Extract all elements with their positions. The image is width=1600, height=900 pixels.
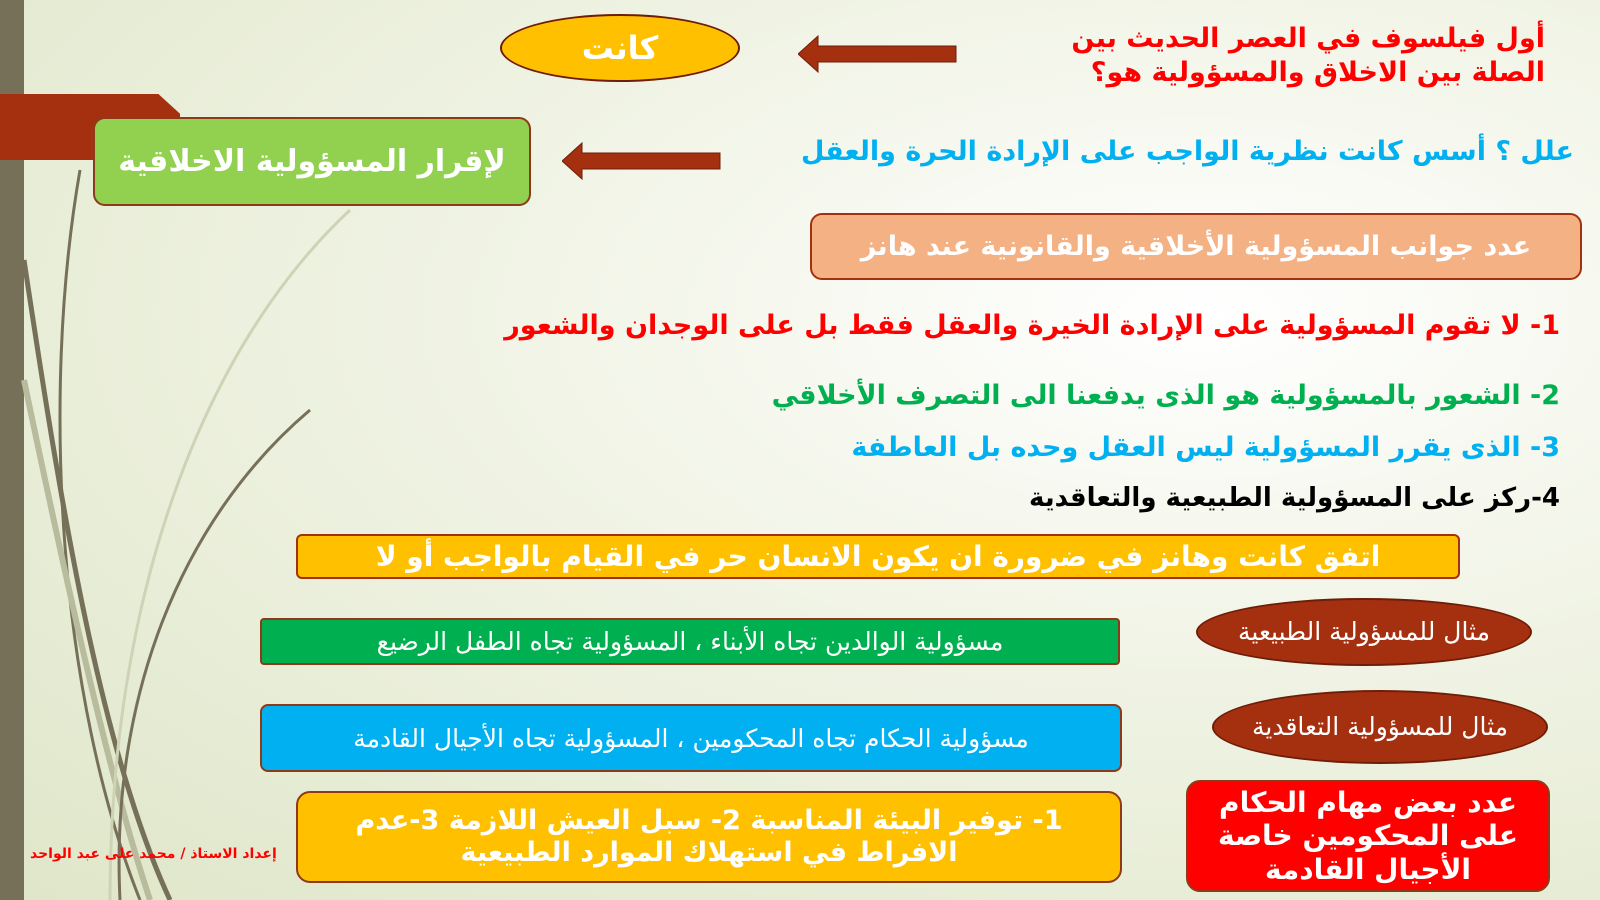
arrow-left-icon [562, 141, 721, 181]
aspect-item-4: 4-ركز على المسؤولية الطبيعية والتعاقدية [1029, 483, 1560, 513]
natural-example-text: مسؤولية الوالدين تجاه الأبناء ، المسؤولي… [260, 618, 1120, 665]
question-first-philosopher: أول فيلسوف في العصر الحديث بين الصلة بين… [1071, 23, 1545, 88]
footer-author: إعداد الاستاذ / محمد على عبد الواحد [30, 846, 277, 862]
answer-kant: كانت [500, 14, 740, 82]
question-kant-duty: علل ؟ أسس كانت نظرية الواجب على الإرادة … [801, 136, 1574, 167]
natural-example-label: مثال للمسؤولية الطبيعية [1196, 598, 1532, 666]
aspect-item-1: 1- لا تقوم المسؤولية على الإرادة الخيرة … [504, 310, 1560, 341]
contractual-example-text: مسؤولية الحكام تجاه المحكومين ، المسؤولي… [260, 704, 1122, 772]
arrow-left-icon [798, 34, 957, 74]
contractual-example-label: مثال للمسؤولية التعاقدية [1212, 690, 1548, 764]
aspect-item-3: 3- الذى يقرر المسؤولية ليس العقل وحده بل… [851, 432, 1560, 463]
agreement-banner: اتفق كانت وهانز في ضرورة ان يكون الانسان… [296, 534, 1460, 579]
rulers-duties-question: عدد بعض مهام الحكام على المحكومين خاصة ا… [1186, 780, 1550, 892]
decorative-curves [21, 169, 352, 900]
hans-aspects-heading: عدد جوانب المسؤولية الأخلاقية والقانونية… [810, 213, 1582, 280]
answer-moral-responsibility: لإقرار المسؤولية الاخلاقية [93, 117, 531, 206]
rulers-duties-answer: 1- توفير البيئة المناسبة 2- سبل العيش ال… [296, 791, 1122, 883]
aspect-item-2: 2- الشعور بالمسؤولية هو الذى يدفعنا الى … [771, 380, 1560, 411]
